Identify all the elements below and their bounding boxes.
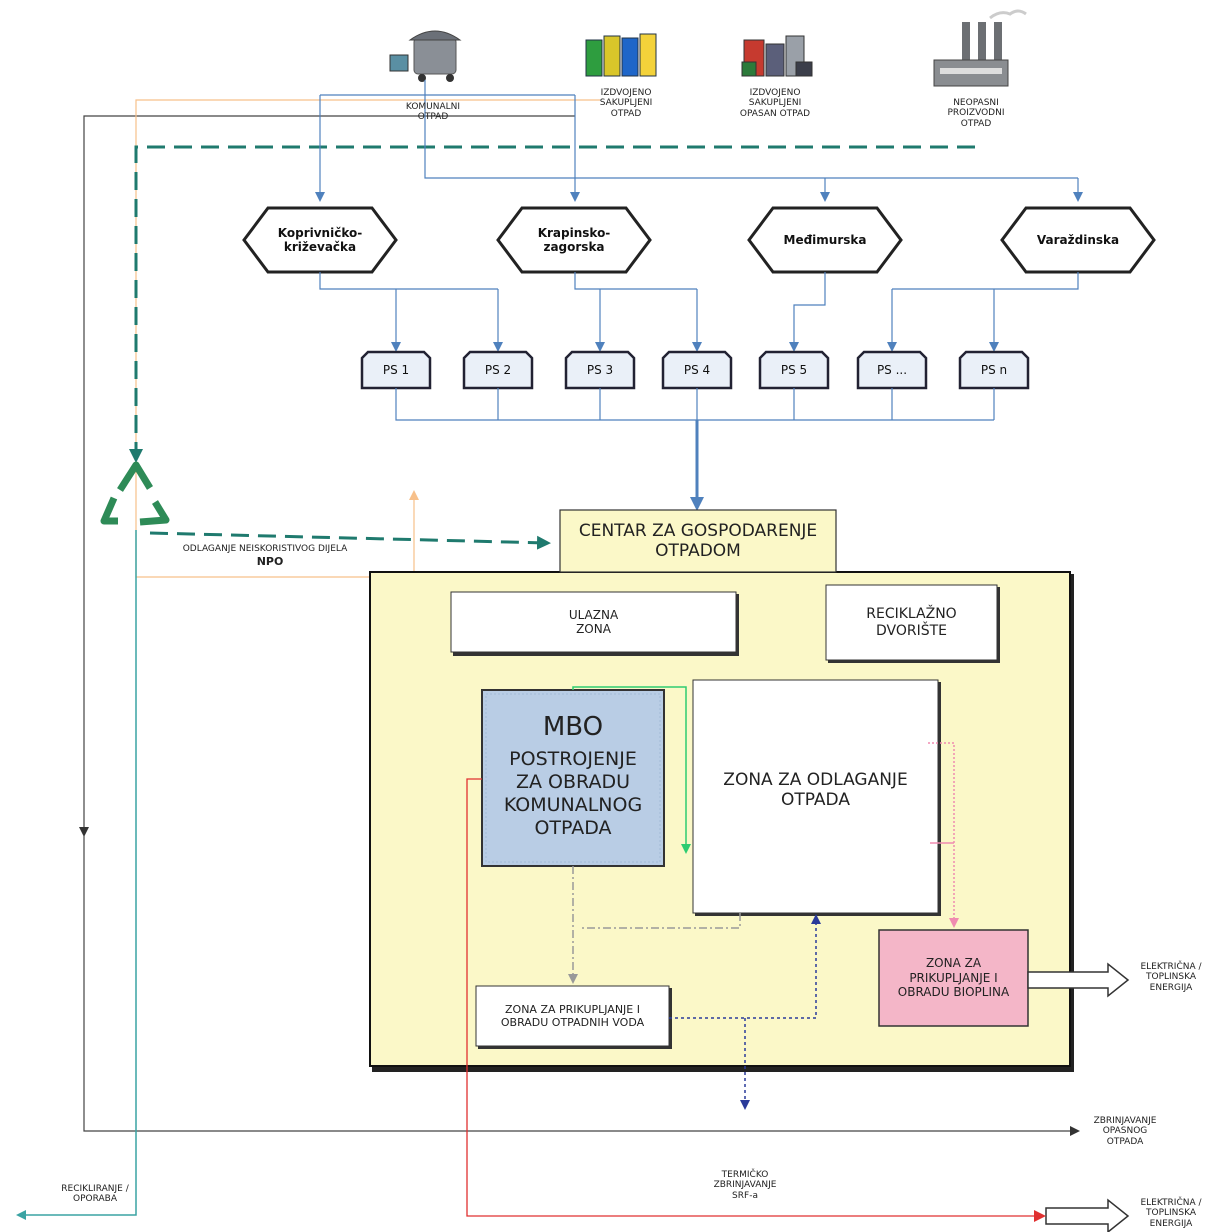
biogas-zone-box [878,929,1029,1027]
srf-energy-arrow [1045,1198,1130,1232]
hazardous-waste-icon [741,35,813,77]
biogas-energy-label: ELEKTRIČNA / TOPLINSKA ENERGIJA [1140,962,1202,993]
recycling-yard-line [135,99,600,578]
county-krapinsko [496,206,652,274]
thermal-disposal-label: TERMIČKO ZBRINJAVANJE SRF-a [713,1170,777,1201]
landfill-to-biogas-line [928,742,959,928]
entry-zone-box [450,591,737,653]
county-label-medimurska: Međimurska [783,232,867,247]
wastewater-zone-label: ZONA ZA PRIKUPLJANJE I OBRADU OTPADNIH V… [500,1002,645,1029]
county-label-krapinsko: Krapinsko- zagorska [537,225,611,254]
station-label-4: PS 4 [683,363,711,377]
mbo-box-pattern [485,693,661,863]
srf-line [466,778,1042,1217]
hazardous-waste-line [79,115,575,837]
county-medimurska [747,206,903,274]
mbo-box [481,689,665,867]
county-koprivnicko [242,206,398,274]
separately-collected-line [129,145,975,463]
county-label-koprivnicko: Koprivničko- križevačka [277,225,363,254]
npo-disposal-line [149,531,551,550]
npo-disposal-label: ODLAGANJE NEISKORISTIVOG DIJELA [182,544,348,554]
station-label-n: PS n [980,363,1008,377]
source-label-neopasni: NEOPASNI PROIZVODNI OTPAD [947,98,1005,129]
recycling-output-line [16,530,137,1220]
biogas-energy-arrow [1027,962,1130,998]
recycling-output-label: RECIKLIRANJE / OPORABA [61,1184,129,1205]
landfill-zone-label: ZONA ZA ODLAGANJE OTPADA [723,769,908,810]
landfill-to-wastewater-line [580,913,741,929]
hazardous-disposal-label: ZBRINJAVANJE OPASNOG OTPADA [1093,1116,1157,1147]
station-label-2: PS 2 [484,363,512,377]
entry-zone-label: ULAZNA ZONA [568,607,619,636]
wastewater-to-landfill-line [669,914,821,1019]
recycling-yard-label: RECIKLAŽNO DVORIŠTE [866,605,957,639]
factory-icon [933,9,1027,87]
source-label-komunalni: KOMUNALNI OTPAD [405,102,461,123]
mbo-description: POSTROJENJE ZA OBRADU KOMUNALNOG OTPADA [503,747,643,840]
county-to-station-lines [319,272,1079,352]
recycling-yard-box [825,584,998,661]
recycling-bins-icon [585,33,657,77]
transfer-stations [360,350,1030,390]
mbo-title: MBO [542,712,604,743]
wastewater-zone-box [475,985,670,1047]
npo-label: NPO [256,555,284,568]
recycle-icon [100,461,170,526]
source-label-opasan: IZDVOJENO SAKUPLJENI OPASAN OTPAD [739,88,811,119]
source-label-izdvojeno: IZDVOJENO SAKUPLJENI OTPAD [599,88,653,119]
center-title: CENTAR ZA GOSPODARENJE OTPADOM [578,520,818,561]
hazardous-disposal-line [83,835,1080,1136]
srf-energy-arrow-head [1034,1210,1046,1222]
station-label-5: PS 5 [780,363,808,377]
mbo-to-landfill-line [572,686,691,854]
county-label-varazdinska: Varaždinska [1036,232,1120,247]
center-title-box [559,509,837,573]
county-varazdinska [1000,206,1156,274]
srf-energy-label: ELEKTRIČNA / TOPLINSKA ENERGIJA [1140,1198,1202,1229]
station-label-dots: PS ... [876,363,908,377]
station-collector-lines [395,388,995,421]
waste-bin-icon [389,30,462,82]
station-label-3: PS 3 [586,363,614,377]
station-label-1: PS 1 [382,363,410,377]
source-distribution-lines [315,80,1083,202]
biogas-zone-label: ZONA ZA PRIKUPLJANJE I OBRADU BIOPLINA [897,956,1010,1000]
landfill-zone-box [692,679,939,914]
